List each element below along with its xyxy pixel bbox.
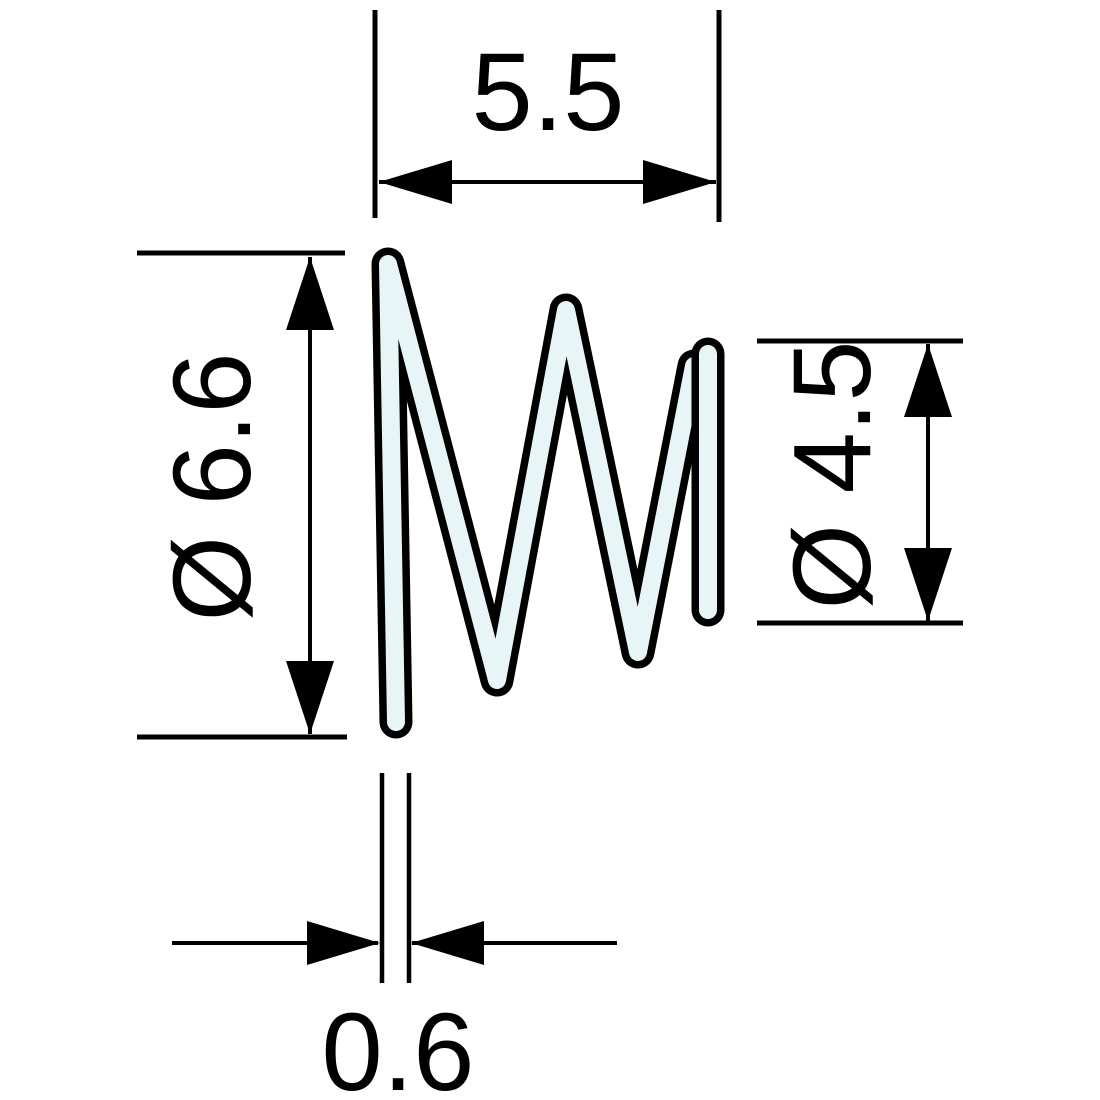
arrowhead-right-icon [643,160,716,204]
dimension-wire-diameter: 0.6 [172,773,617,1100]
arrowhead-down-icon [286,661,334,734]
dimension-large-end-diameter: Ø 6.6 [137,250,347,740]
arrowhead-up-icon [904,344,952,417]
arrowhead-up-icon [286,257,334,330]
dimension-label-small-end-diameter: Ø 4.5 [771,340,894,609]
dimension-label-wire-diameter: 0.6 [322,991,475,1100]
dimension-overall-width: 5.5 [372,10,722,222]
arrowhead-left-icon [411,921,484,965]
arrowhead-left-icon [379,160,452,204]
dimension-label-large-end-diameter: Ø 6.6 [151,352,274,621]
arrowhead-down-icon [904,548,952,621]
dimension-small-end-diameter: Ø 4.5 [757,338,963,626]
spring-profile [371,247,725,739]
arrowhead-right-icon [307,921,380,965]
spring-coil-fill [379,255,703,731]
dimension-label-overall-width: 5.5 [472,31,625,154]
